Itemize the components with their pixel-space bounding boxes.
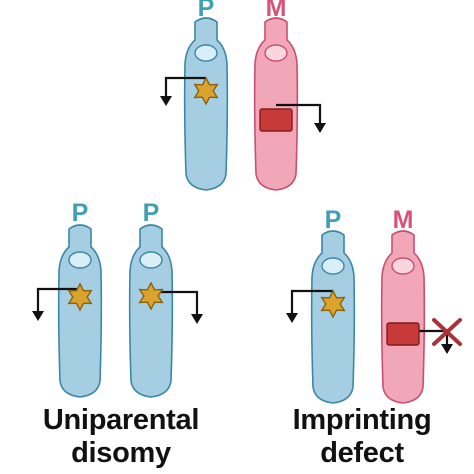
paternal-label: P (325, 206, 342, 234)
centromere (264, 44, 288, 62)
box-icon (386, 322, 420, 346)
normal-panel: P M (160, 0, 326, 191)
maternal-label: M (266, 0, 287, 22)
caption-line: defect (320, 437, 404, 469)
imprinting-defect-caption: Imprinting defect (258, 404, 466, 470)
paternal-label: P (198, 0, 215, 22)
centromere (321, 257, 345, 275)
centromere (391, 257, 415, 275)
paternal-chromosome (128, 224, 174, 398)
maternal-chromosome (253, 17, 299, 191)
paternal-label: P (143, 199, 160, 227)
arrow-down-icon (32, 287, 80, 321)
paternal-chromosome (310, 230, 356, 404)
caption-line: Imprinting (292, 404, 432, 436)
arrow-down-icon (286, 289, 333, 323)
uniparental-disomy-panel: P P (32, 199, 203, 398)
caption-line: Uniparental (42, 404, 200, 436)
arrow-down-icon (276, 103, 326, 133)
centromere (194, 44, 218, 62)
maternal-label: M (393, 206, 414, 234)
maternal-chromosome (380, 230, 426, 404)
centromere (68, 251, 92, 269)
arrow-down-icon (151, 290, 203, 324)
box-icon (259, 108, 293, 132)
paternal-chromosome (57, 224, 103, 398)
arrow-down-icon (160, 76, 206, 106)
uniparental-disomy-caption: Uniparental disomy (8, 404, 234, 470)
imprinting-defect-panel: P M (286, 206, 462, 404)
paternal-label: P (72, 199, 89, 227)
caption-line: disomy (71, 437, 171, 469)
centromere (139, 251, 163, 269)
paternal-chromosome (183, 17, 229, 191)
cross-icon (432, 318, 462, 346)
